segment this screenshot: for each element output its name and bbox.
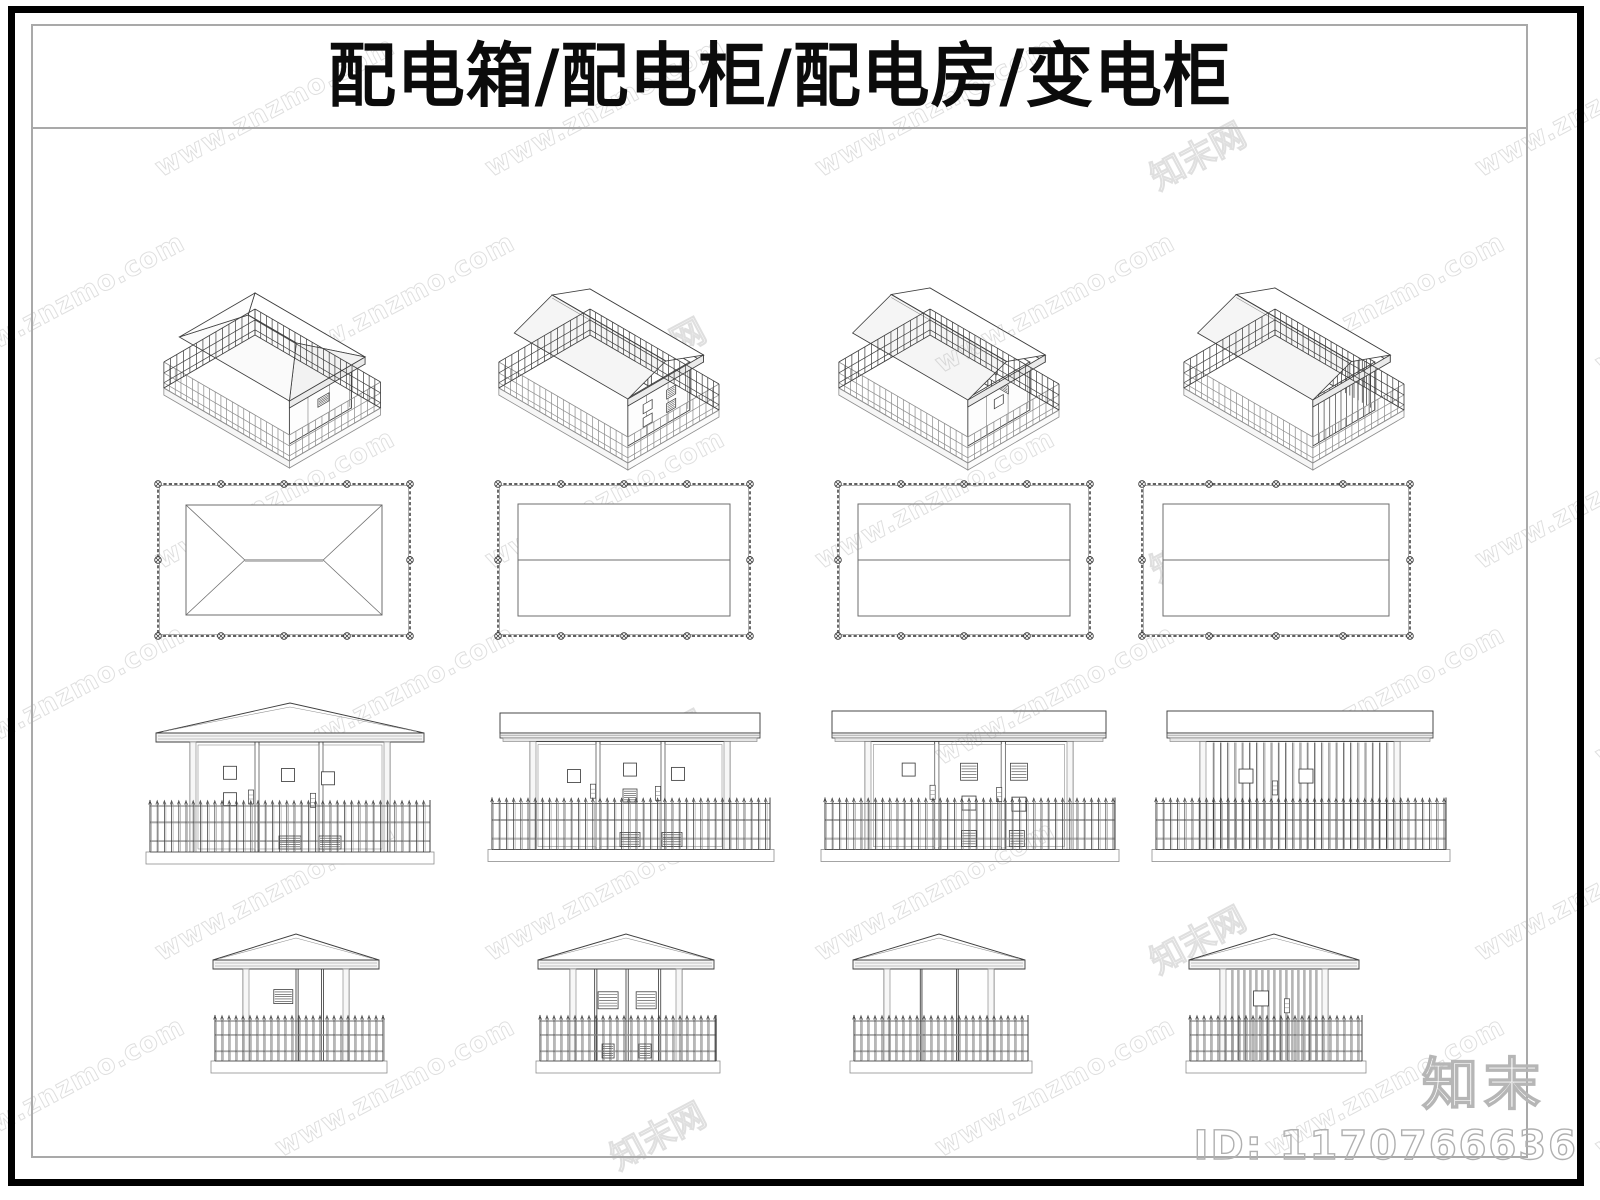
watermark-text: www.znzmo.com [1589, 226, 1600, 380]
sheet-inner-frame [31, 24, 1528, 1158]
sheet-outer-border [8, 6, 1584, 1186]
znzmo-logo: 知末 [1421, 1053, 1546, 1118]
page-title: 配电箱/配电柜/配电房/变电柜 [327, 34, 1232, 117]
watermark-text: 知末网 [360, 0, 473, 3]
title-band: 配电箱/配电柜/配电房/变电柜 [31, 24, 1528, 129]
watermark-text: www.znzmo.com [1589, 618, 1600, 772]
drawing-id-label: ID: 1170766636 [1193, 1123, 1578, 1169]
watermark-text: www.znzmo.com [1589, 1010, 1600, 1164]
